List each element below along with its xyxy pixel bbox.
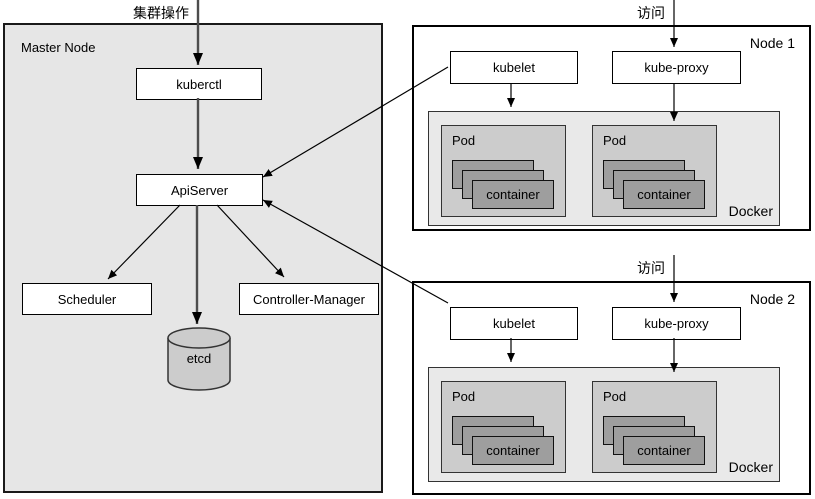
etcd-cylinder: etcd [166,327,232,393]
container-label: container [637,187,691,202]
node2-group: Node 2 kubelet kube-proxy Pod container … [412,281,811,495]
node1-group: Node 1 kubelet kube-proxy Pod container … [412,25,811,231]
node1-kubelet-box: kubelet [450,51,578,84]
node1-docker-group: Pod container Pod container Docker [428,111,780,226]
node2-pod2-group: Pod container [592,381,717,473]
master-node-group: Master Node kuberctl ApiServer Scheduler… [3,23,383,493]
apiserver-box: ApiServer [136,174,263,206]
node2-kube-proxy-label: kube-proxy [644,316,709,331]
access-label-node1: 访问 [637,5,665,21]
node2-docker-label: Docker [728,459,773,475]
container-label: container [486,187,540,202]
node1-pod1-label: Pod [452,133,476,148]
container-box: container [472,436,554,465]
node2-pod1-group: Pod container [441,381,566,473]
node1-title: Node 1 [749,35,795,51]
container-box: container [472,180,554,209]
kuberctl-box: kuberctl [136,68,262,100]
node2-kubelet-label: kubelet [493,316,535,331]
node2-docker-group: Pod container Pod container Docker [428,367,780,482]
node1-pod2-label: Pod [603,133,627,148]
node1-kube-proxy-label: kube-proxy [644,60,709,75]
master-node-title: Master Node [21,40,96,55]
node2-kubelet-box: kubelet [450,307,578,340]
controller-manager-box: Controller-Manager [239,283,379,315]
kuberctl-label: kuberctl [176,76,222,92]
node2-pod1-label: Pod [452,389,476,404]
container-box: container [623,180,705,209]
node2-kube-proxy-box: kube-proxy [612,307,741,340]
container-label: container [486,443,540,458]
container-box: container [623,436,705,465]
scheduler-box: Scheduler [22,283,152,315]
cluster-operation-label: 集群操作 [133,5,189,21]
node2-title: Node 2 [749,291,795,307]
node1-docker-label: Docker [728,203,773,219]
container-label: container [637,443,691,458]
scheduler-label: Scheduler [57,291,117,307]
controller-manager-label: Controller-Manager [253,291,365,307]
node1-pod1-group: Pod container [441,125,566,217]
etcd-label: etcd [186,351,212,366]
etcd-cylinder-shape [167,327,231,391]
node1-kube-proxy-box: kube-proxy [612,51,741,84]
node2-pod2-label: Pod [603,389,627,404]
access-label-node2: 访问 [637,260,665,276]
node1-pod2-group: Pod container [592,125,717,217]
node1-kubelet-label: kubelet [493,60,535,75]
apiserver-label: ApiServer [170,182,229,198]
